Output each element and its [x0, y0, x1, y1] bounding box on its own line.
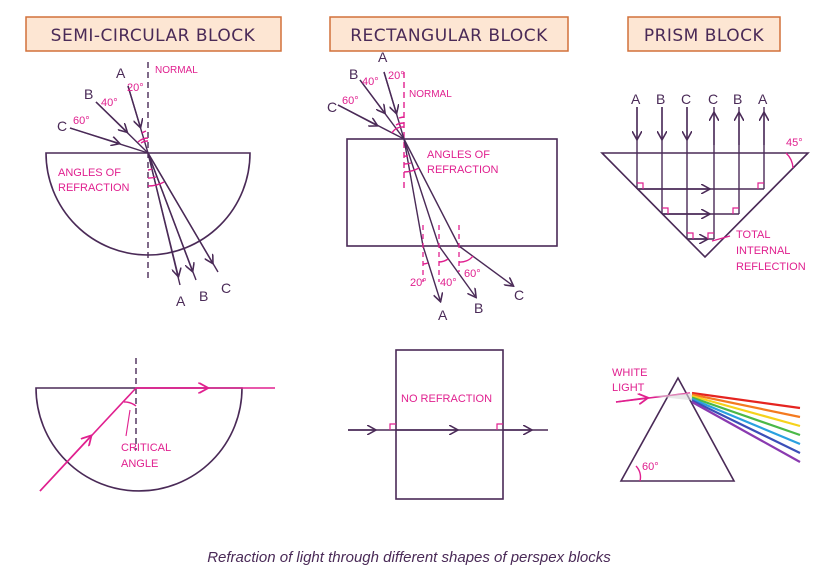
tir-line2: INTERNAL	[736, 245, 790, 257]
critical-angle-line2: ANGLE	[121, 458, 158, 470]
internal-beam	[652, 393, 697, 401]
spectrum-rays	[691, 391, 801, 463]
semi-circular-block-bottom	[35, 387, 243, 492]
prism-angle-45: 45°	[786, 137, 803, 149]
spectrum-ray	[691, 401, 801, 463]
spectrum-ray	[691, 396, 801, 437]
header-rectangular: RECTANGULAR BLOCK	[329, 16, 569, 52]
semi-out-a: A	[176, 293, 186, 309]
rect-label-c: C	[327, 99, 337, 115]
rectangular-block-bottom	[395, 349, 504, 500]
rect-normal-label: NORMAL	[409, 89, 452, 100]
rect-out-angle-20: 20°	[410, 277, 427, 289]
header-semi-circular-label: SEMI-CIRCULAR BLOCK	[51, 26, 256, 46]
semi-normal-label: NORMAL	[155, 65, 198, 76]
figure-caption: Refraction of light through different sh…	[207, 549, 611, 566]
rect-label-b: B	[349, 66, 358, 82]
glass-prism	[619, 376, 736, 482]
spectrum-ray	[691, 394, 801, 428]
prism-in-c: C	[681, 91, 691, 107]
semi-angle-20: 20°	[127, 82, 144, 94]
rect-label-a: A	[378, 49, 388, 65]
spectrum-ray	[691, 393, 801, 419]
tir-line1: TOTAL	[736, 229, 770, 241]
white-light-line2: LIGHT	[612, 382, 645, 394]
header-semi-circular: SEMI-CIRCULAR BLOCK	[25, 16, 282, 52]
no-refraction-label: NO REFRACTION	[401, 393, 492, 405]
rectangular-no-refraction-diagram	[348, 349, 548, 500]
header-rectangular-label: RECTANGULAR BLOCK	[350, 26, 548, 46]
critical-angle-line1: CRITICAL	[121, 442, 171, 454]
rect-angle-60: 60°	[342, 95, 359, 107]
semi-out-b: B	[199, 288, 208, 304]
rect-out-c: C	[514, 287, 524, 303]
prism-in-a: A	[631, 91, 641, 107]
semi-circular-critical-diagram	[35, 358, 275, 492]
semi-refraction-line2: REFRACTION	[58, 182, 130, 194]
header-prism: PRISM BLOCK	[627, 16, 781, 52]
rect-angle-20: 20°	[388, 70, 405, 82]
prism-block	[600, 152, 810, 259]
rect-out-a: A	[438, 307, 448, 323]
header-prism-label: PRISM BLOCK	[644, 26, 765, 46]
prism-angle-60: 60°	[642, 461, 659, 473]
rect-refraction-line1: ANGLES OF	[427, 149, 490, 161]
spectrum-ray	[691, 399, 801, 454]
rect-out-angle-40: 40°	[440, 277, 457, 289]
spectrum-ray	[691, 391, 801, 410]
semi-label-b: B	[84, 86, 93, 102]
prism-out-c: C	[708, 91, 718, 107]
rectangular-top-diagram	[337, 71, 558, 300]
rect-out-b: B	[474, 300, 483, 316]
semi-angle-40: 40°	[101, 97, 118, 109]
rect-out-angle-60: 60°	[464, 268, 481, 280]
rect-refraction-line2: REFRACTION	[427, 164, 499, 176]
semi-circular-block	[45, 152, 251, 256]
semi-refraction-line1: ANGLES OF	[58, 167, 121, 179]
prism-top-diagram	[600, 107, 810, 259]
prism-in-b: B	[656, 91, 665, 107]
semi-label-c: C	[57, 118, 67, 134]
tir-line3: REFLECTION	[736, 261, 806, 273]
rectangular-block	[346, 138, 558, 247]
semi-circular-top-diagram	[45, 62, 251, 286]
prism-out-b: B	[733, 91, 742, 107]
white-light-line1: WHITE	[612, 367, 647, 379]
prism-out-a: A	[758, 91, 768, 107]
semi-out-c: C	[221, 280, 231, 296]
semi-angle-60: 60°	[73, 115, 90, 127]
rect-angle-40: 40°	[362, 76, 379, 88]
spectrum-ray	[691, 397, 801, 446]
semi-label-a: A	[116, 65, 126, 81]
